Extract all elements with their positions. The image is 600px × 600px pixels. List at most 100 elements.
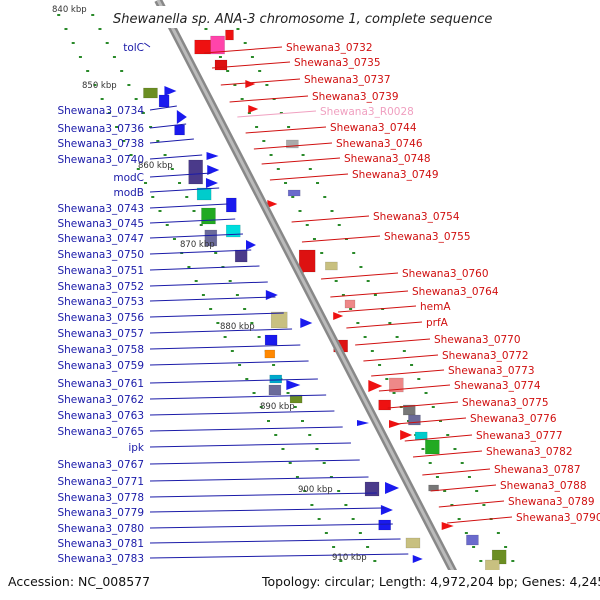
tick-dot [496, 532, 500, 534]
left-leader-line [149, 378, 318, 384]
right-leader-line [245, 126, 327, 134]
tick-dot [245, 378, 249, 380]
left-leader-line [149, 328, 293, 334]
left-leader-line [149, 459, 360, 465]
left-leader-line [149, 105, 177, 111]
tick-dot [303, 490, 307, 492]
tick-dot [122, 140, 126, 142]
tick-dot [185, 196, 189, 198]
tick-dot [201, 294, 205, 296]
gene-arrow [205, 178, 218, 188]
gene-feature [289, 394, 303, 404]
tick-dot [178, 182, 182, 184]
tick-dot [385, 378, 389, 380]
tick-dot [366, 546, 370, 548]
right-leader-line [387, 401, 459, 409]
left-gene-label: Shewana3_0738 [57, 138, 144, 150]
tick-dot [243, 308, 247, 310]
left-gene-label: Shewana3_0756 [57, 312, 144, 324]
left-gene-label: Shewana3_0767 [57, 459, 144, 471]
tick-dot [170, 168, 174, 170]
tick-dot [91, 14, 95, 16]
tick-dot [450, 504, 454, 506]
right-leader-line [253, 142, 333, 150]
right-leader-line [371, 369, 445, 377]
left-gene-label: Shewana3_0757 [57, 328, 144, 340]
tick-dot [410, 364, 414, 366]
left-gene-label: modB [113, 187, 144, 199]
right-leader-line [422, 468, 491, 476]
right-gene-label: Shewana3_0732 [286, 42, 373, 54]
gene-feature [466, 534, 479, 546]
tick-dot [504, 546, 508, 548]
left-gene-label: Shewana3_0743 [57, 203, 144, 215]
tick-dot [315, 448, 319, 450]
tick-dot [428, 462, 432, 464]
right-leader-line [330, 290, 409, 298]
left-gene-labels: tolCShewana3_0734Shewana3_0736Shewana3_0… [57, 42, 144, 565]
right-gene-label: Shewana3_0782 [486, 446, 573, 458]
tick-dot [165, 224, 169, 226]
tick-dot [262, 140, 266, 142]
tick-dot [240, 98, 244, 100]
tick-dot [281, 448, 285, 450]
tick-dot [349, 308, 353, 310]
tick-dot [472, 546, 476, 548]
tick-dot [305, 224, 309, 226]
tick-dot [115, 126, 119, 128]
gene-feature [286, 139, 299, 149]
tick-dot [435, 476, 439, 478]
tick-dot [204, 28, 208, 30]
tick-dot [105, 42, 109, 44]
right-leader-line [378, 384, 451, 392]
left-gene-label: Shewana3_0751 [57, 265, 144, 277]
left-leader-line [149, 476, 369, 482]
tick-dot [163, 154, 167, 156]
tick-dot [337, 224, 341, 226]
tick-dot [351, 518, 355, 520]
tick-dot [293, 406, 297, 408]
tick-dot [317, 518, 321, 520]
right-leader-line [269, 173, 349, 181]
left-gene-label: Shewana3_0753 [57, 296, 144, 308]
gene-feature [174, 124, 185, 136]
left-gene-label: Shewana3_0779 [57, 507, 144, 519]
left-leader-line [149, 553, 409, 559]
right-leader-line [412, 450, 483, 458]
gene-feature [405, 537, 421, 549]
gene-feature [270, 311, 288, 329]
gene-feature [364, 481, 380, 497]
tick-dot [129, 154, 133, 156]
kbp-marker: 870 kbp [180, 240, 215, 250]
right-leader-line [211, 61, 291, 69]
tick-dot [359, 266, 363, 268]
label-leader-lines [143, 42, 513, 559]
tick-dot [417, 378, 421, 380]
tick-dot [363, 336, 367, 338]
gene-feature [264, 349, 276, 359]
left-gene-label: Shewana3_0763 [57, 410, 144, 422]
tick-dot [209, 308, 213, 310]
gene-feature [344, 299, 356, 309]
gene-feature [196, 187, 212, 201]
left-leader-line [149, 492, 377, 498]
right-gene-label: Shewana3_0775 [462, 397, 549, 409]
tick-dot [332, 546, 336, 548]
tick-dot [252, 392, 256, 394]
tick-dot [149, 126, 153, 128]
tick-dot [127, 84, 131, 86]
tick-dot [291, 196, 295, 198]
right-gene-label: prfA [426, 317, 449, 329]
tick-dot [279, 112, 283, 114]
gene-arrow [265, 290, 278, 300]
gene-feature [188, 159, 203, 185]
left-gene-label: Shewana3_0780 [57, 523, 144, 535]
gene-arrow [164, 86, 177, 96]
kbp-marker: 890 kbp [260, 402, 295, 412]
gene-feature [194, 39, 211, 55]
tick-dot [238, 364, 242, 366]
left-leader-line [143, 42, 151, 48]
tick-dot [265, 84, 269, 86]
tick-dot [511, 560, 515, 562]
